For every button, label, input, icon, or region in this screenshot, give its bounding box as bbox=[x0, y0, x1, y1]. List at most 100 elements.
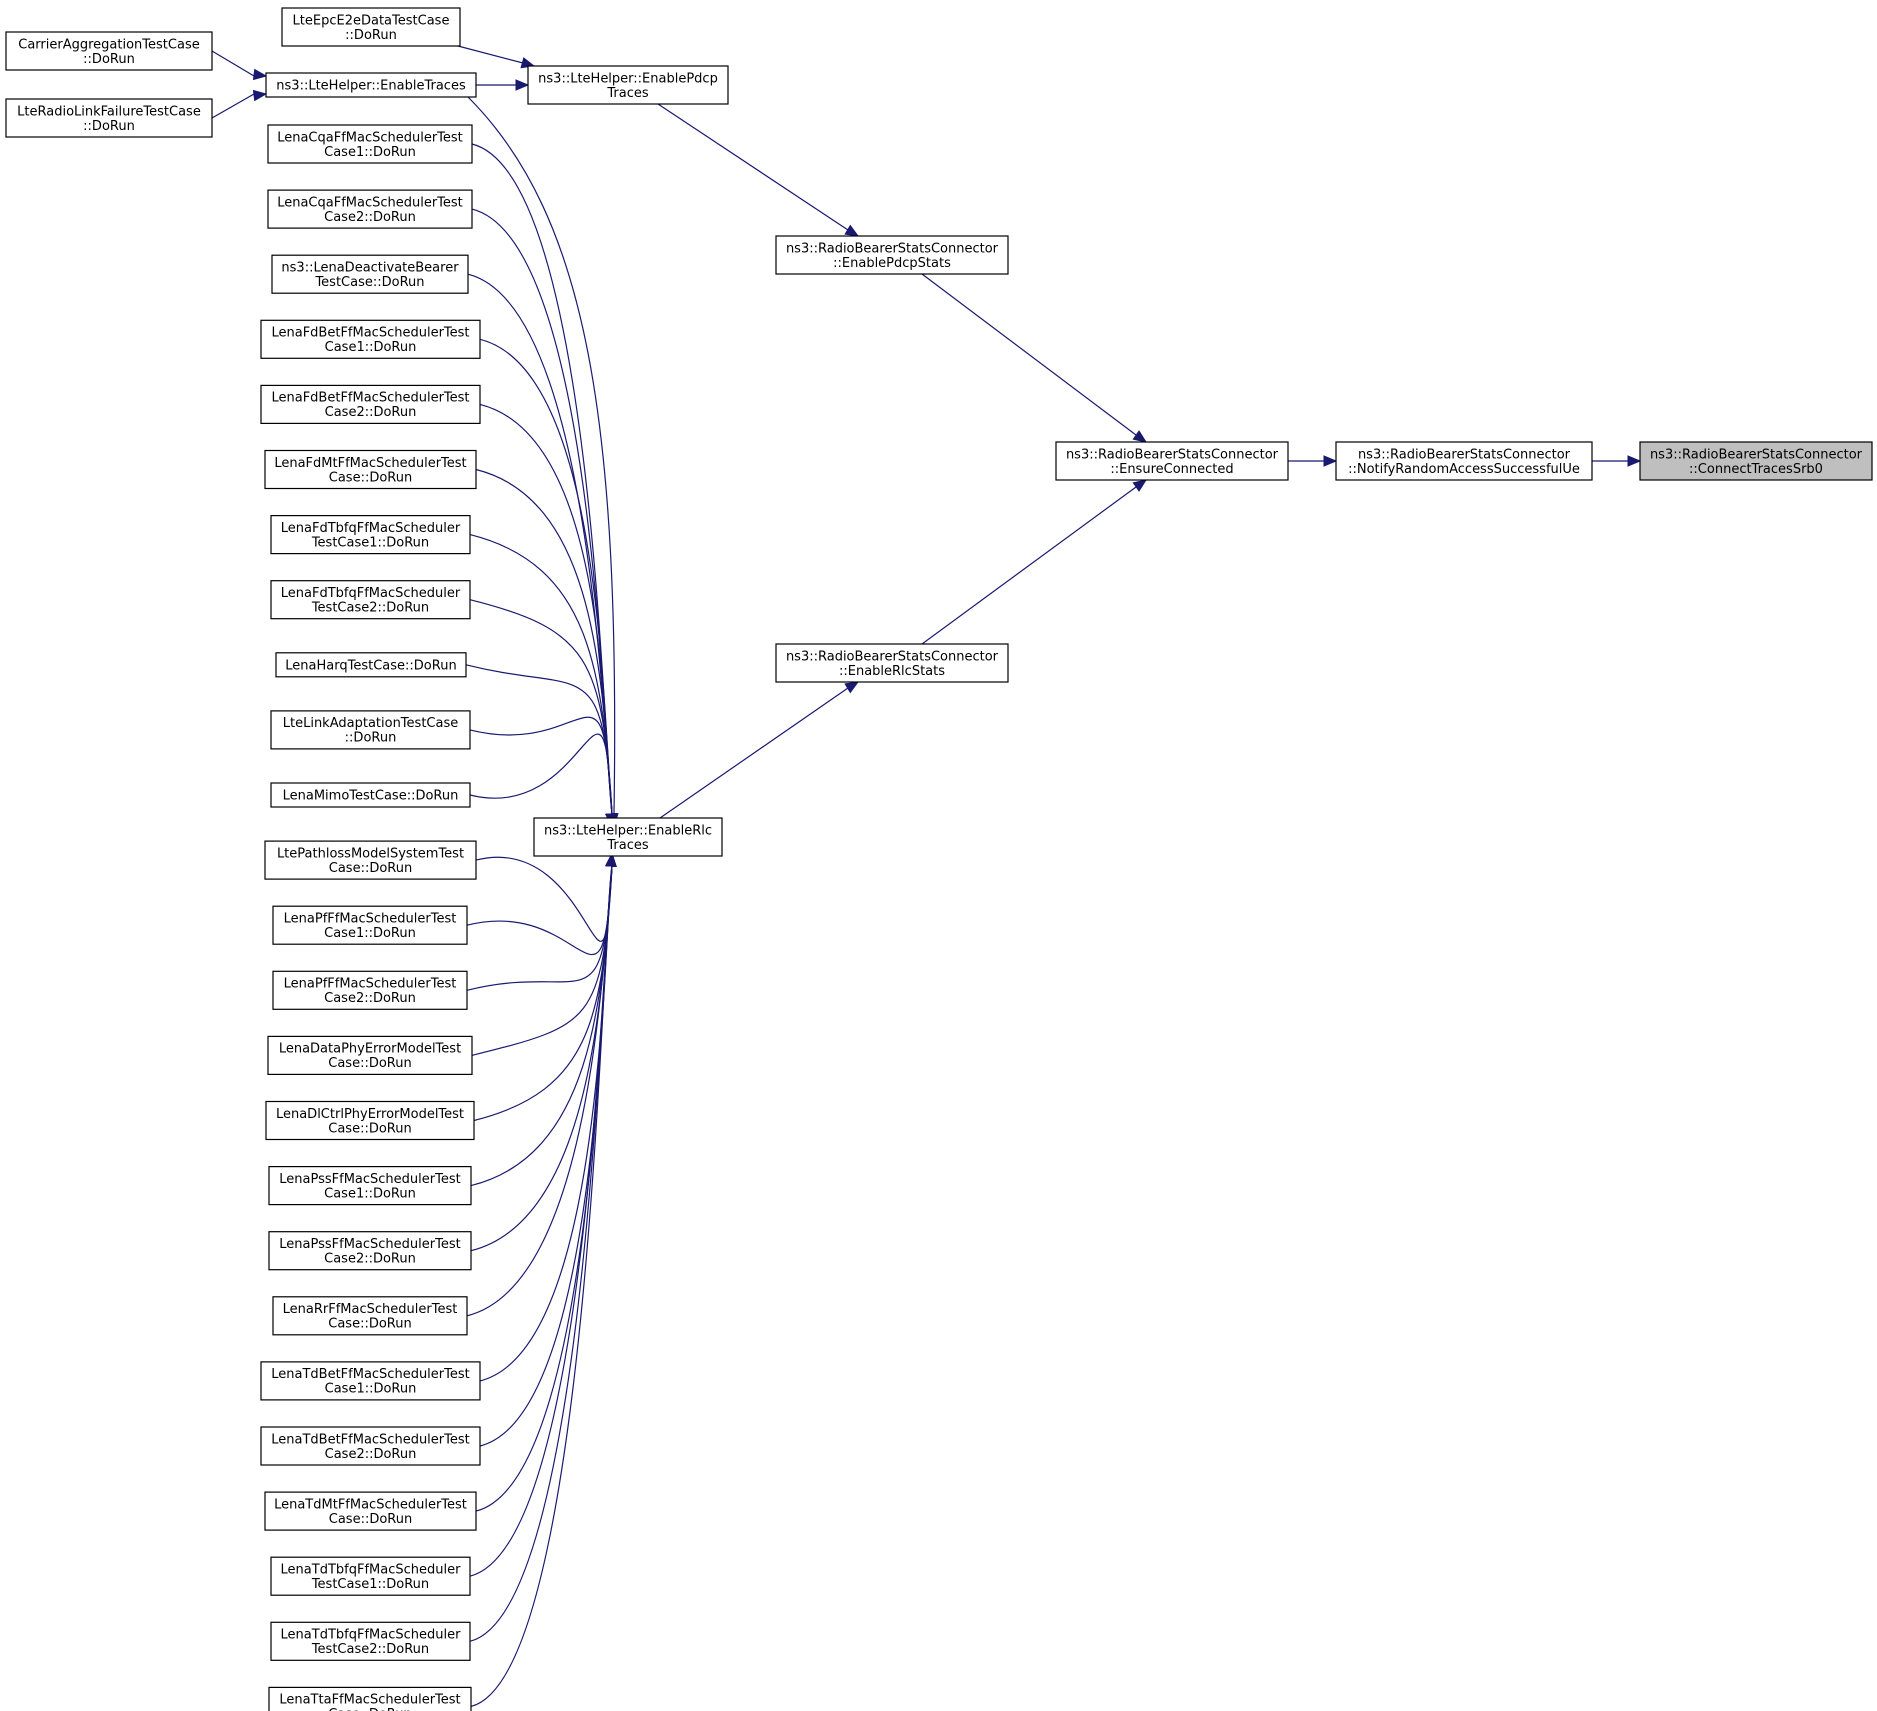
edge-line bbox=[469, 716, 613, 815]
node-label: LenaRrFfMacSchedulerTest bbox=[283, 1302, 458, 1317]
edge-c18-to-enRlc bbox=[470, 852, 617, 1252]
node-box bbox=[272, 970, 468, 1010]
node-label: LenaTdTbfqFfMacScheduler bbox=[281, 1628, 462, 1643]
node-c11[interactable]: LenaMimoTestCase::DoRun bbox=[270, 782, 471, 808]
edge-arrowhead bbox=[1132, 430, 1148, 443]
node-label: Case::DoRun bbox=[328, 1317, 411, 1332]
node-label: LenaTdBetFfMacSchedulerTest bbox=[271, 1367, 470, 1382]
node-label: ::DoRun bbox=[83, 119, 135, 134]
node-label: LenaPfFfMacSchedulerTest bbox=[284, 911, 457, 926]
node-box bbox=[5, 98, 213, 138]
node-enTraces[interactable]: ns3::LteHelper::EnableTraces bbox=[265, 72, 477, 98]
edge-arrowhead bbox=[515, 79, 530, 91]
edge-enTraces-to-enPdcp bbox=[476, 79, 530, 91]
node-label: Traces bbox=[606, 838, 648, 853]
edge-line bbox=[471, 143, 613, 815]
edge-arrowhead bbox=[1627, 455, 1642, 467]
node-label: Case1::DoRun bbox=[325, 1382, 417, 1397]
node-ensure[interactable]: ns3::RadioBearerStatsConnector::EnsureCo… bbox=[1055, 441, 1289, 481]
node-carrier[interactable]: CarrierAggregationTestCase::DoRun bbox=[5, 31, 213, 71]
edge-line bbox=[465, 664, 613, 815]
node-label: Case2::DoRun bbox=[325, 405, 417, 420]
edge-line bbox=[479, 338, 613, 815]
node-label: LteEpcE2eDataTestCase bbox=[293, 13, 450, 28]
node-label: ns3::RadioBearerStatsConnector bbox=[786, 241, 999, 256]
node-label: TestCase2::DoRun bbox=[311, 600, 429, 615]
node-box bbox=[270, 710, 471, 750]
edge-enTraces-to-enRlc bbox=[467, 96, 619, 828]
node-epce2e[interactable]: LteEpcE2eDataTestCase::DoRun bbox=[281, 7, 461, 47]
node-box bbox=[275, 652, 467, 678]
edge-arrowhead bbox=[252, 89, 268, 102]
edge-c06-to-enRlc bbox=[475, 468, 617, 828]
node-box bbox=[260, 319, 481, 359]
node-label: ns3::RadioBearerStatsConnector bbox=[1358, 447, 1571, 462]
node-label: Case::DoRun bbox=[329, 470, 412, 485]
edge-line bbox=[921, 273, 1137, 436]
edge-line bbox=[470, 865, 613, 1707]
node-box bbox=[265, 72, 477, 98]
node-label: ::NotifyRandomAccessSuccessfulUe bbox=[1348, 462, 1580, 477]
node-rlf[interactable]: LteRadioLinkFailureTestCase::DoRun bbox=[5, 98, 213, 138]
edge-arrowhead bbox=[844, 224, 860, 237]
node-target[interactable]: ns3::RadioBearerStatsConnector::ConnectT… bbox=[1639, 441, 1873, 481]
edge-c25-to-enRlc bbox=[470, 852, 617, 1707]
node-box bbox=[267, 189, 473, 229]
node-label: LenaFdTbfqFfMacScheduler bbox=[281, 521, 461, 536]
edge-line bbox=[457, 45, 524, 64]
node-enPdcpStats[interactable]: ns3::RadioBearerStatsConnector::EnablePd… bbox=[775, 235, 1009, 275]
node-c10[interactable]: LteLinkAdaptationTestCase::DoRun bbox=[270, 710, 471, 750]
node-enRlcStats[interactable]: ns3::RadioBearerStatsConnector::EnableRl… bbox=[775, 643, 1009, 683]
node-label: Case1::DoRun bbox=[324, 1186, 416, 1201]
edge-rlf-to-enTraces bbox=[211, 89, 268, 119]
edge-c05-to-enRlc bbox=[479, 403, 617, 828]
edge-c14-to-enRlc bbox=[466, 852, 617, 991]
node-box bbox=[272, 1296, 468, 1336]
node-label: ::DoRun bbox=[345, 28, 397, 43]
edge-line bbox=[470, 865, 613, 1252]
node-box bbox=[260, 1426, 481, 1466]
node-label: LteLinkAdaptationTestCase bbox=[283, 716, 458, 731]
edge-line bbox=[466, 865, 613, 956]
edge-ensure-to-notify bbox=[1288, 455, 1338, 467]
node-c09[interactable]: LenaHarqTestCase::DoRun bbox=[275, 652, 467, 678]
node-label: Case2::DoRun bbox=[324, 1251, 416, 1266]
node-c25[interactable]: LenaTtaFfMacSchedulerTestCase::DoRun bbox=[268, 1686, 472, 1711]
edge-c13-to-enRlc bbox=[466, 852, 617, 956]
node-label: LenaFdBetFfMacSchedulerTest bbox=[271, 391, 469, 406]
node-box bbox=[268, 1686, 472, 1711]
edge-c19-to-enRlc bbox=[466, 852, 617, 1317]
node-label: ::DoRun bbox=[345, 731, 397, 746]
node-label: Case::DoRun bbox=[329, 1512, 412, 1527]
edge-line bbox=[657, 103, 849, 231]
node-label: TestCase::DoRun bbox=[314, 275, 424, 290]
node-notify[interactable]: ns3::RadioBearerStatsConnector::NotifyRa… bbox=[1335, 441, 1593, 481]
edge-c08-to-enRlc bbox=[469, 599, 617, 828]
edge-line bbox=[479, 865, 613, 1382]
node-box bbox=[268, 1165, 472, 1206]
edge-arrowhead bbox=[1323, 455, 1338, 467]
